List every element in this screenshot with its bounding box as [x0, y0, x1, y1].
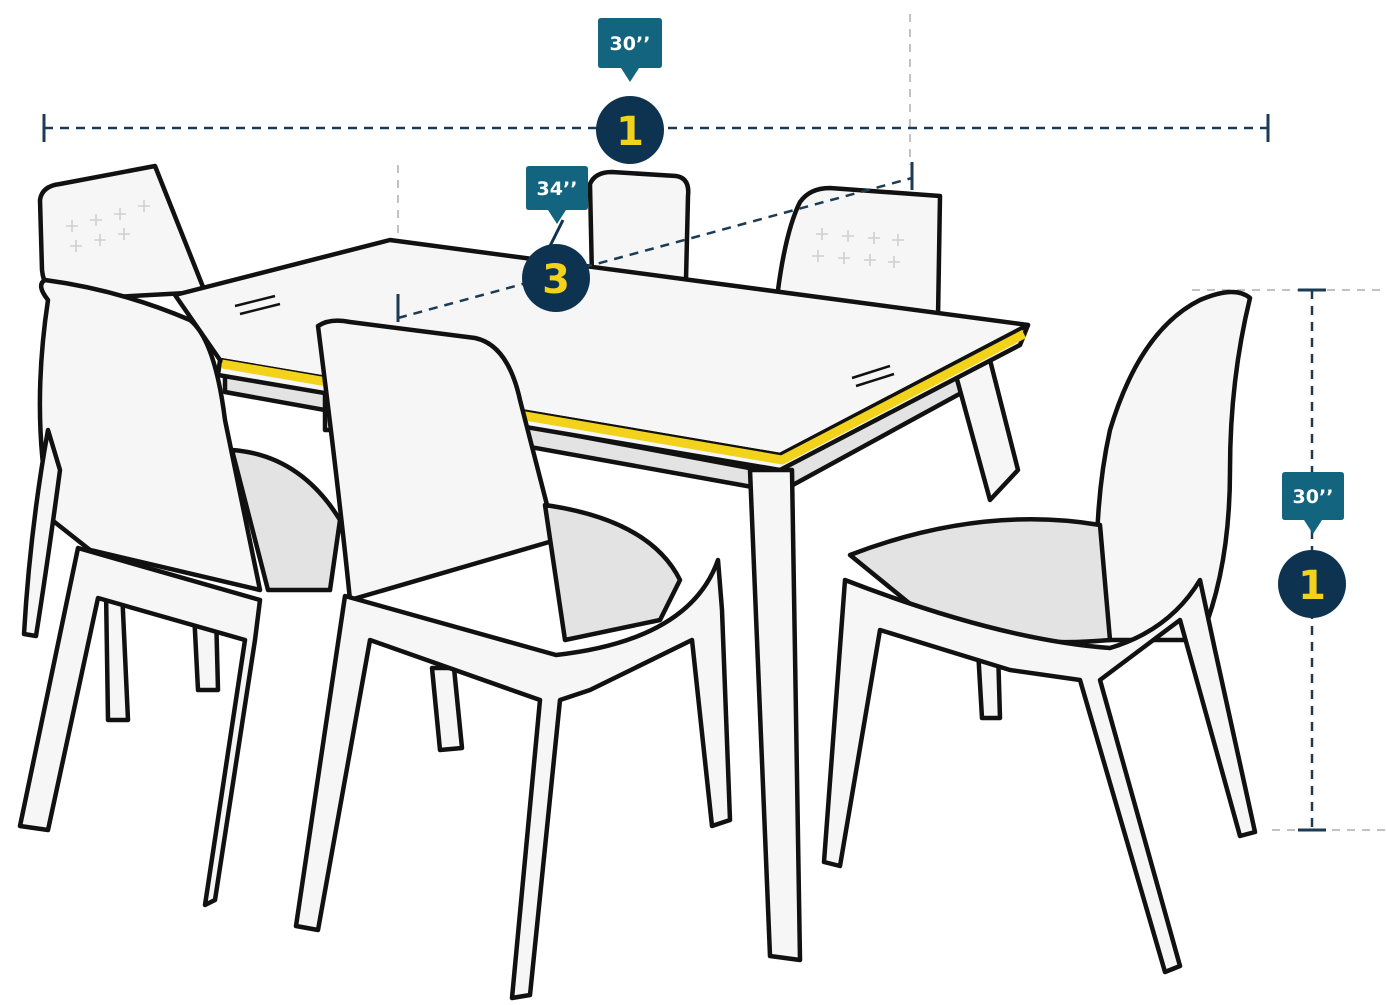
front-left-chair	[17, 277, 343, 908]
marker-number: 1	[1298, 563, 1326, 609]
marker-number: 3	[542, 257, 570, 303]
number-circle-icon	[522, 244, 590, 312]
right-chair	[821, 289, 1258, 975]
height-dimension-line	[1298, 288, 1326, 832]
price-tag-marker-icon	[598, 18, 662, 82]
back-right-chair	[775, 185, 943, 321]
back-left-chair	[37, 163, 208, 303]
price-tag-marker-icon	[1282, 472, 1344, 534]
price-tag-marker-icon	[526, 166, 588, 224]
width-measurement-marker: 30’’ 1	[596, 18, 664, 164]
depth-dimension-line	[396, 162, 914, 322]
measurement-value: 30’’	[610, 33, 651, 55]
depth-measurement-marker: 34’’ 3	[522, 166, 590, 312]
number-circle-icon	[596, 96, 664, 164]
marker-number: 1	[616, 109, 644, 155]
fabric-texture-icon	[812, 228, 904, 268]
fabric-texture-icon	[66, 200, 150, 252]
front-center-chair	[293, 318, 733, 1001]
dining-table	[172, 237, 1031, 963]
back-center-chair	[587, 169, 691, 283]
measurement-value: 30’’	[1293, 486, 1334, 508]
measurement-value: 34’’	[537, 178, 578, 200]
height-measurement-marker: 30’’ 1	[1278, 472, 1346, 618]
number-circle-icon	[1278, 550, 1346, 618]
